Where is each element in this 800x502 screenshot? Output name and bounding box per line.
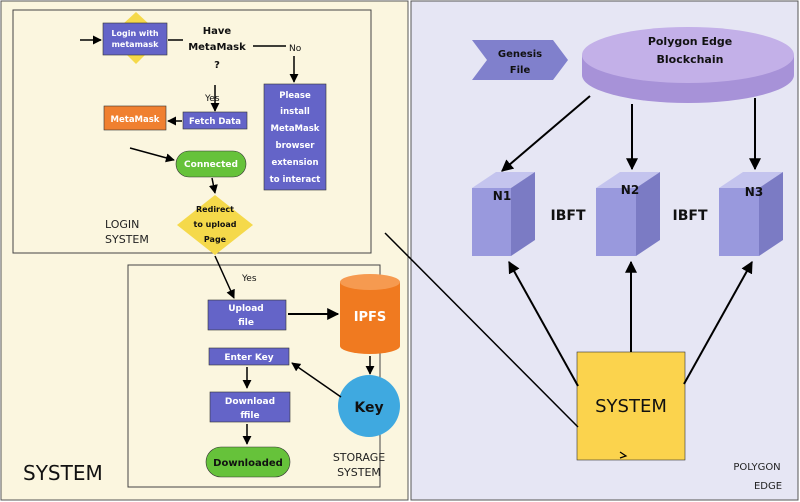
polygon-system-text: SYSTEM <box>595 396 667 417</box>
redirect-text-2: to upload <box>194 220 237 229</box>
enter-key-box <box>208 347 290 366</box>
metamask-box <box>103 105 167 131</box>
login-system-label-2: SYSTEM <box>105 233 149 246</box>
connected-terminal <box>175 150 247 178</box>
node-n2-label: N2 <box>621 183 639 197</box>
no-label: No <box>289 44 302 54</box>
enter-key-text: Enter Key <box>224 353 273 363</box>
please-install-line-5: extension <box>272 158 319 168</box>
login-system-label-1: LOGIN <box>105 218 139 231</box>
redirect-text-1: Redirect <box>196 205 234 214</box>
storage-system-panel <box>127 264 381 488</box>
ipfs-database: IPFS <box>340 274 400 354</box>
system-connector-line <box>384 232 579 428</box>
genesis-file-arrow <box>472 40 568 80</box>
genesis-text-1: Genesis <box>498 49 542 60</box>
ipfs-text: IPFS <box>354 310 387 325</box>
arrow-key-to-enter <box>291 362 342 398</box>
storage-system-label-2: SYSTEM <box>337 466 381 479</box>
download-file-box <box>209 391 291 423</box>
ibft-label-1: IBFT <box>551 208 586 224</box>
upload-file-box <box>207 299 287 331</box>
blockchain-disk: Polygon Edge Blockchain <box>582 27 794 103</box>
node-n3: N3 <box>719 172 783 256</box>
connected-text: Connected <box>184 160 238 170</box>
fetch-data-text: Fetch Data <box>189 117 241 127</box>
node-n2: N2 <box>596 172 660 256</box>
arrow-system-to-n3 <box>683 260 753 385</box>
polygon-edge-label-2: EDGE <box>754 481 782 492</box>
have-metamask-text-1: Have <box>203 26 232 37</box>
please-install-line-3: MetaMask <box>271 124 320 134</box>
login-with-metamask-text-2: metamask <box>112 40 159 49</box>
yes-label-storage: Yes <box>241 274 257 284</box>
arrow-redirect-to-upload <box>214 255 235 299</box>
login-system-panel <box>12 9 372 254</box>
key-circle <box>338 375 400 437</box>
please-install-text: Please install MetaMask browser extensio… <box>270 91 321 185</box>
node-n1-label: N1 <box>493 189 511 203</box>
please-install-line-4: browser <box>276 141 316 151</box>
polygon-edge-label-1: POLYGON <box>733 462 780 473</box>
storage-system-label-1: STORAGE <box>333 451 385 464</box>
redirect-diamond <box>177 195 253 255</box>
downloaded-terminal <box>205 446 291 478</box>
node-n1: N1 <box>472 172 535 256</box>
polygon-system-box <box>576 351 686 461</box>
please-install-line-2: install <box>280 107 310 117</box>
arrow-to-connected <box>129 147 175 163</box>
download-file-text-2: ffile <box>240 411 259 421</box>
blockchain-text-2: Blockchain <box>657 53 724 66</box>
system-label: SYSTEM <box>23 461 103 485</box>
ibft-label-2: IBFT <box>673 208 708 224</box>
metamask-box-text: MetaMask <box>111 115 160 125</box>
please-install-line-6: to interact <box>270 175 321 185</box>
have-metamask-text-3: ? <box>214 60 220 71</box>
upload-file-text-1: Upload <box>228 304 264 314</box>
arrow-connected-to-redirect <box>208 177 218 194</box>
arrow-chain-to-n1 <box>501 95 591 172</box>
please-install-line-1: Please <box>279 91 311 101</box>
redirect-text-3: Page <box>204 235 227 244</box>
blockchain-text-1: Polygon Edge <box>648 35 732 48</box>
downloaded-text: Downloaded <box>213 458 283 469</box>
login-with-metamask-text-1: Login with <box>111 29 159 38</box>
login-with-metamask-box <box>102 22 168 56</box>
genesis-text-2: File <box>510 65 531 76</box>
yes-label-login: Yes <box>204 94 220 104</box>
upload-file-text-2: file <box>238 318 254 328</box>
system-box-mark <box>619 451 628 459</box>
download-file-text-1: Download <box>225 397 275 407</box>
fetch-data-box <box>182 111 248 130</box>
have-metamask-text-2: MetaMask <box>188 42 246 53</box>
please-install-box <box>263 83 327 191</box>
arrow-system-to-n1 <box>508 260 579 387</box>
key-text: Key <box>354 400 383 416</box>
node-n3-label: N3 <box>745 185 763 199</box>
